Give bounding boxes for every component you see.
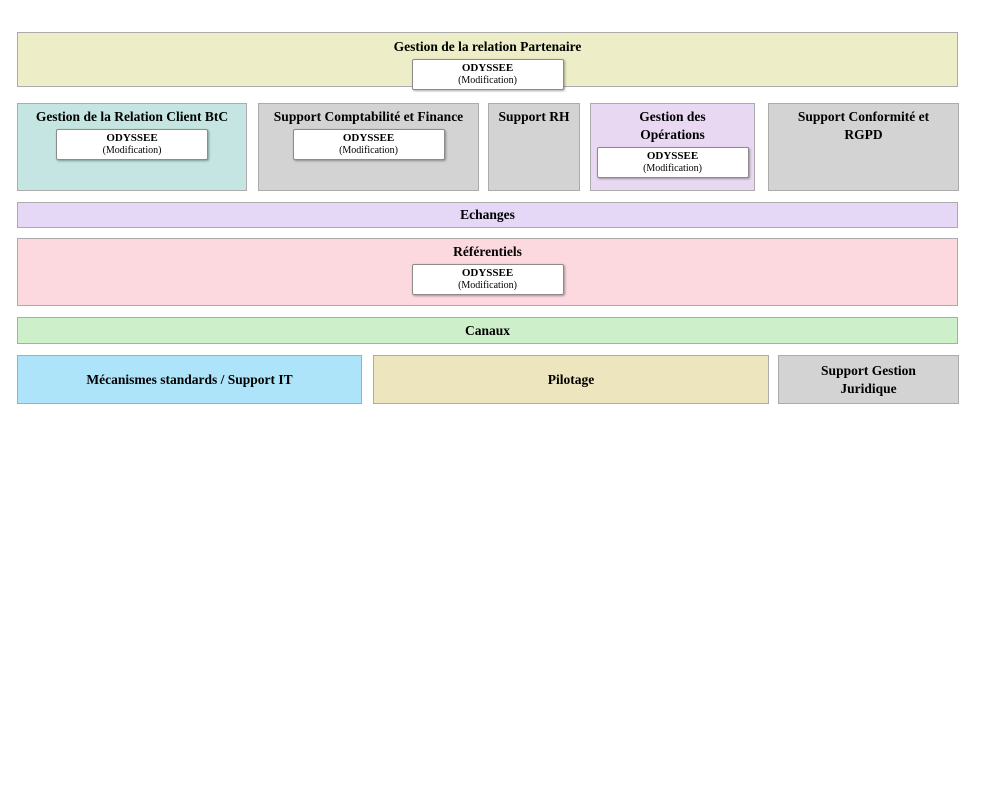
block-echanges: Echanges (17, 202, 958, 228)
block-support-gestion-juridique: Support Gestion Juridique (778, 355, 959, 404)
odyssee-tag-detail: (Modification) (458, 280, 517, 291)
odyssee-tag: ODYSSEE (Modification) (596, 147, 749, 178)
block-title: Canaux (464, 322, 510, 338)
block-support-conformite-rgpd: Support Conformité et RGPD (768, 103, 959, 191)
block-title: Pilotage (547, 371, 595, 387)
block-pilotage: Pilotage (373, 355, 769, 404)
block-title: Support RH (498, 109, 570, 124)
block-referentiels: Référentiels ODYSSEE (Modification) (17, 238, 958, 306)
block-canaux: Canaux (17, 317, 958, 344)
block-gestion-relation-client-btc: Gestion de la Relation Client BtC ODYSSE… (17, 103, 247, 191)
block-title: Support Gestion Juridique (821, 362, 916, 396)
block-title: Mécanismes standards / Support IT (86, 371, 293, 387)
block-title: Support Conformité et RGPD (797, 109, 930, 142)
odyssee-tag-name: ODYSSEE (461, 62, 514, 74)
block-title: Référentiels (453, 244, 522, 259)
odyssee-tag: ODYSSEE (Modification) (411, 59, 564, 90)
block-title: Echanges (460, 207, 515, 222)
block-title: Gestion de la Relation Client BtC (35, 109, 229, 124)
block-title: Gestion des Opérations (639, 109, 706, 142)
block-title: Support Comptabilité et Finance (273, 109, 464, 124)
block-mecanismes-standards-support-it: Mécanismes standards / Support IT (17, 355, 362, 404)
block-support-rh: Support RH (488, 103, 580, 191)
block-gestion-relation-partenaire: Gestion de la relation Partenaire ODYSSE… (17, 32, 958, 90)
odyssee-tag-name: ODYSSEE (342, 132, 395, 144)
odyssee-tag: ODYSSEE (Modification) (56, 129, 208, 160)
block-gestion-des-operations: Gestion des Opérations ODYSSEE (Modifica… (590, 103, 755, 191)
odyssee-tag-detail: (Modification) (643, 163, 702, 174)
odyssee-tag-name: ODYSSEE (106, 132, 158, 144)
odyssee-tag: ODYSSEE (Modification) (292, 129, 445, 160)
odyssee-tag: ODYSSEE (Modification) (411, 264, 564, 295)
odyssee-tag-name: ODYSSEE (461, 267, 514, 279)
odyssee-tag-name: ODYSSEE (646, 150, 699, 162)
block-support-comptabilite-finance: Support Comptabilité et Finance ODYSSEE … (258, 103, 479, 191)
odyssee-tag-detail: (Modification) (102, 145, 162, 156)
odyssee-tag-detail: (Modification) (339, 145, 398, 156)
block-title: Gestion de la relation Partenaire (393, 39, 582, 54)
odyssee-tag-detail: (Modification) (458, 75, 517, 86)
